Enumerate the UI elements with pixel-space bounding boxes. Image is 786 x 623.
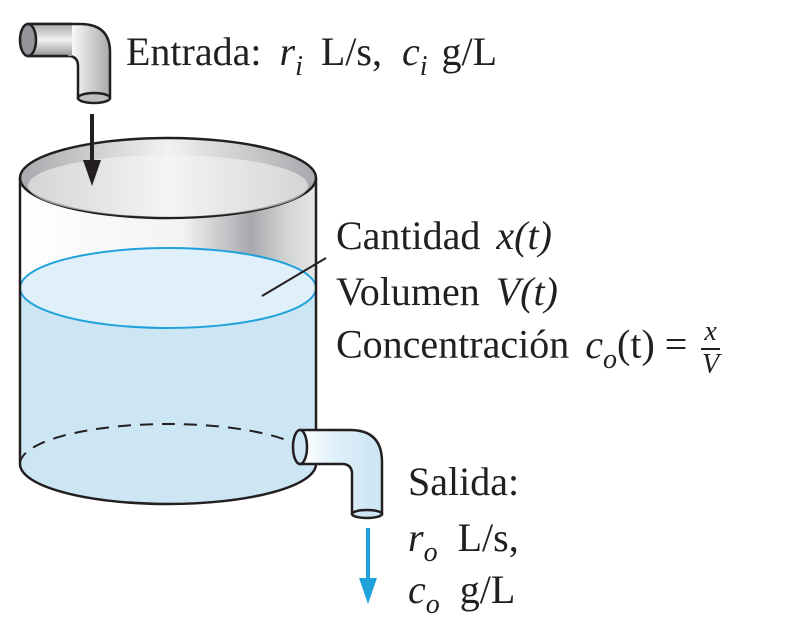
outlet-conc-var: c	[408, 567, 426, 612]
outlet-rate-label: ro L/s,	[408, 515, 519, 567]
concentration-label: Concentración co(t) = x V	[336, 318, 720, 379]
amount-label: Cantidad x(t)	[336, 216, 552, 256]
inlet-pipe	[18, 22, 112, 105]
outlet-conc-label: co g/L	[408, 567, 516, 619]
outlet-word: Salida:	[408, 459, 520, 504]
tank-conc-var: c	[585, 321, 604, 367]
outlet-rate-sub: o	[423, 537, 438, 568]
amount-expr: x(t)	[496, 213, 552, 258]
outlet-rate-unit: L/s,	[457, 515, 519, 560]
outlet-pipe	[291, 428, 384, 520]
inlet-conc-sub: i	[419, 51, 428, 82]
fraction-denominator: V	[701, 349, 720, 380]
volume-word: Volumen	[336, 269, 480, 314]
amount-word: Cantidad	[336, 213, 481, 258]
volume-expr: V(t)	[495, 269, 558, 314]
inlet-conc-unit: g/L	[441, 29, 498, 74]
liquid-surface	[19, 247, 317, 329]
concentration-word: Concentración	[336, 321, 570, 367]
inlet-rate-var: r	[279, 29, 296, 74]
inflow-arrow	[83, 114, 101, 186]
outlet-conc-unit: g/L	[459, 567, 516, 612]
leader-line	[261, 257, 327, 297]
outlet-conc-sub: o	[425, 589, 440, 620]
tank-bottom-front-edge	[18, 463, 318, 506]
concentration-fraction: x V	[701, 318, 720, 380]
volume-label: Volumen V(t)	[336, 272, 558, 312]
inlet-word: Entrada:	[126, 29, 262, 74]
outflow-arrow	[359, 528, 377, 604]
tank-inner-wall-light	[28, 155, 308, 217]
tank-conc-arg: (t) =	[617, 321, 688, 367]
inlet-rate-unit: L/s,	[320, 29, 382, 74]
liquid-body	[20, 288, 316, 504]
inlet-label: Entrada: ri L/s, ci g/L	[126, 29, 498, 81]
inlet-rate-sub: i	[295, 51, 303, 82]
outlet-rate-var: r	[408, 515, 424, 560]
fraction-numerator: x	[701, 318, 720, 350]
inlet-conc-var: c	[401, 29, 420, 74]
tank-conc-sub: o	[603, 343, 618, 375]
